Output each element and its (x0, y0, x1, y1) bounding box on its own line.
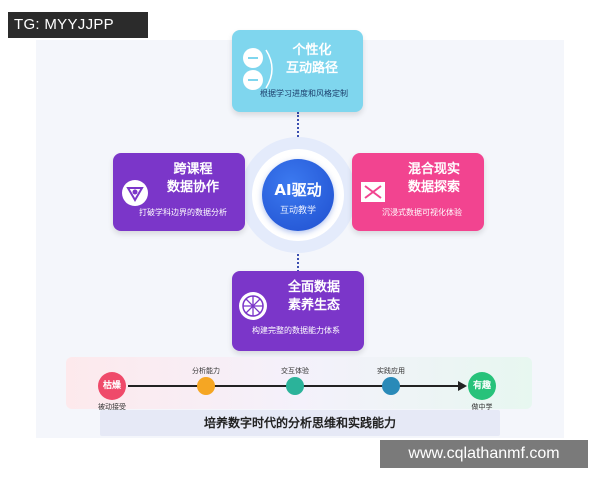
top-left-watermark: TG: MYYJJPP (8, 12, 148, 38)
toggle-icon (240, 42, 273, 94)
connector-top (297, 112, 299, 140)
hub-core (262, 159, 334, 231)
progress-start-caption: 被动接受 (98, 403, 126, 411)
vr-box-icon (360, 181, 386, 203)
stage-label-analysis: 分析能力 (192, 367, 220, 375)
card-cross-course-collaboration: 跨课程 数据协作 打破学科边界的数据分析 (113, 153, 245, 231)
card-left-title-line1: 跨课程 (173, 162, 213, 177)
card-top-subtitle: 根据学习进度和风格定制 (260, 89, 348, 98)
stage-dot-interaction (286, 377, 304, 395)
hub-title: AI驱动 (274, 181, 322, 199)
card-right-title-line1: 混合现实 (407, 162, 460, 177)
card-top-title-line2: 互动路径 (285, 61, 338, 76)
card-bottom-subtitle: 构建完整的数据能力体系 (252, 326, 340, 335)
bottom-right-watermark: www.cqlathanmf.com (380, 440, 588, 468)
stage-label-practice: 实践应用 (377, 367, 405, 375)
wheel-icon (238, 291, 268, 321)
stage-dot-analysis (197, 377, 215, 395)
progress-end-caption: 做中学 (471, 403, 493, 411)
card-bottom-title-line1: 全面数据 (287, 280, 340, 295)
card-right-title-line2: 数据探索 (407, 180, 460, 195)
stage-dot-practice (382, 377, 400, 395)
card-left-subtitle: 打破学科边界的数据分析 (139, 208, 227, 217)
progress-end-node: 有趣 (468, 372, 496, 400)
heart-network-icon (121, 179, 149, 207)
card-left-title-line2: 数据协作 (166, 180, 219, 195)
card-top-title-line1: 个性化 (292, 43, 332, 58)
card-data-literacy-ecosystem: 全面数据 素养生态 构建完整的数据能力体系 (232, 271, 364, 351)
card-personalized-path: 个性化 互动路径 根据学习进度和风格定制 (232, 30, 363, 112)
card-mixed-reality-exploration: 混合现实 数据探索 沉浸式数据可视化体验 (352, 153, 484, 231)
stage-label-interaction: 交互体验 (281, 367, 309, 375)
card-bottom-title-line2: 素养生态 (287, 298, 340, 313)
connector-bottom (297, 250, 299, 272)
card-right-subtitle: 沉浸式数据可视化体验 (382, 208, 462, 217)
progress-footer-caption: 培养数字时代的分析思维和实践能力 (100, 410, 500, 436)
progress-start-node: 枯燥 (98, 372, 126, 400)
progress-arrowhead (458, 381, 467, 391)
hub-subtitle: 互动教学 (279, 206, 316, 216)
